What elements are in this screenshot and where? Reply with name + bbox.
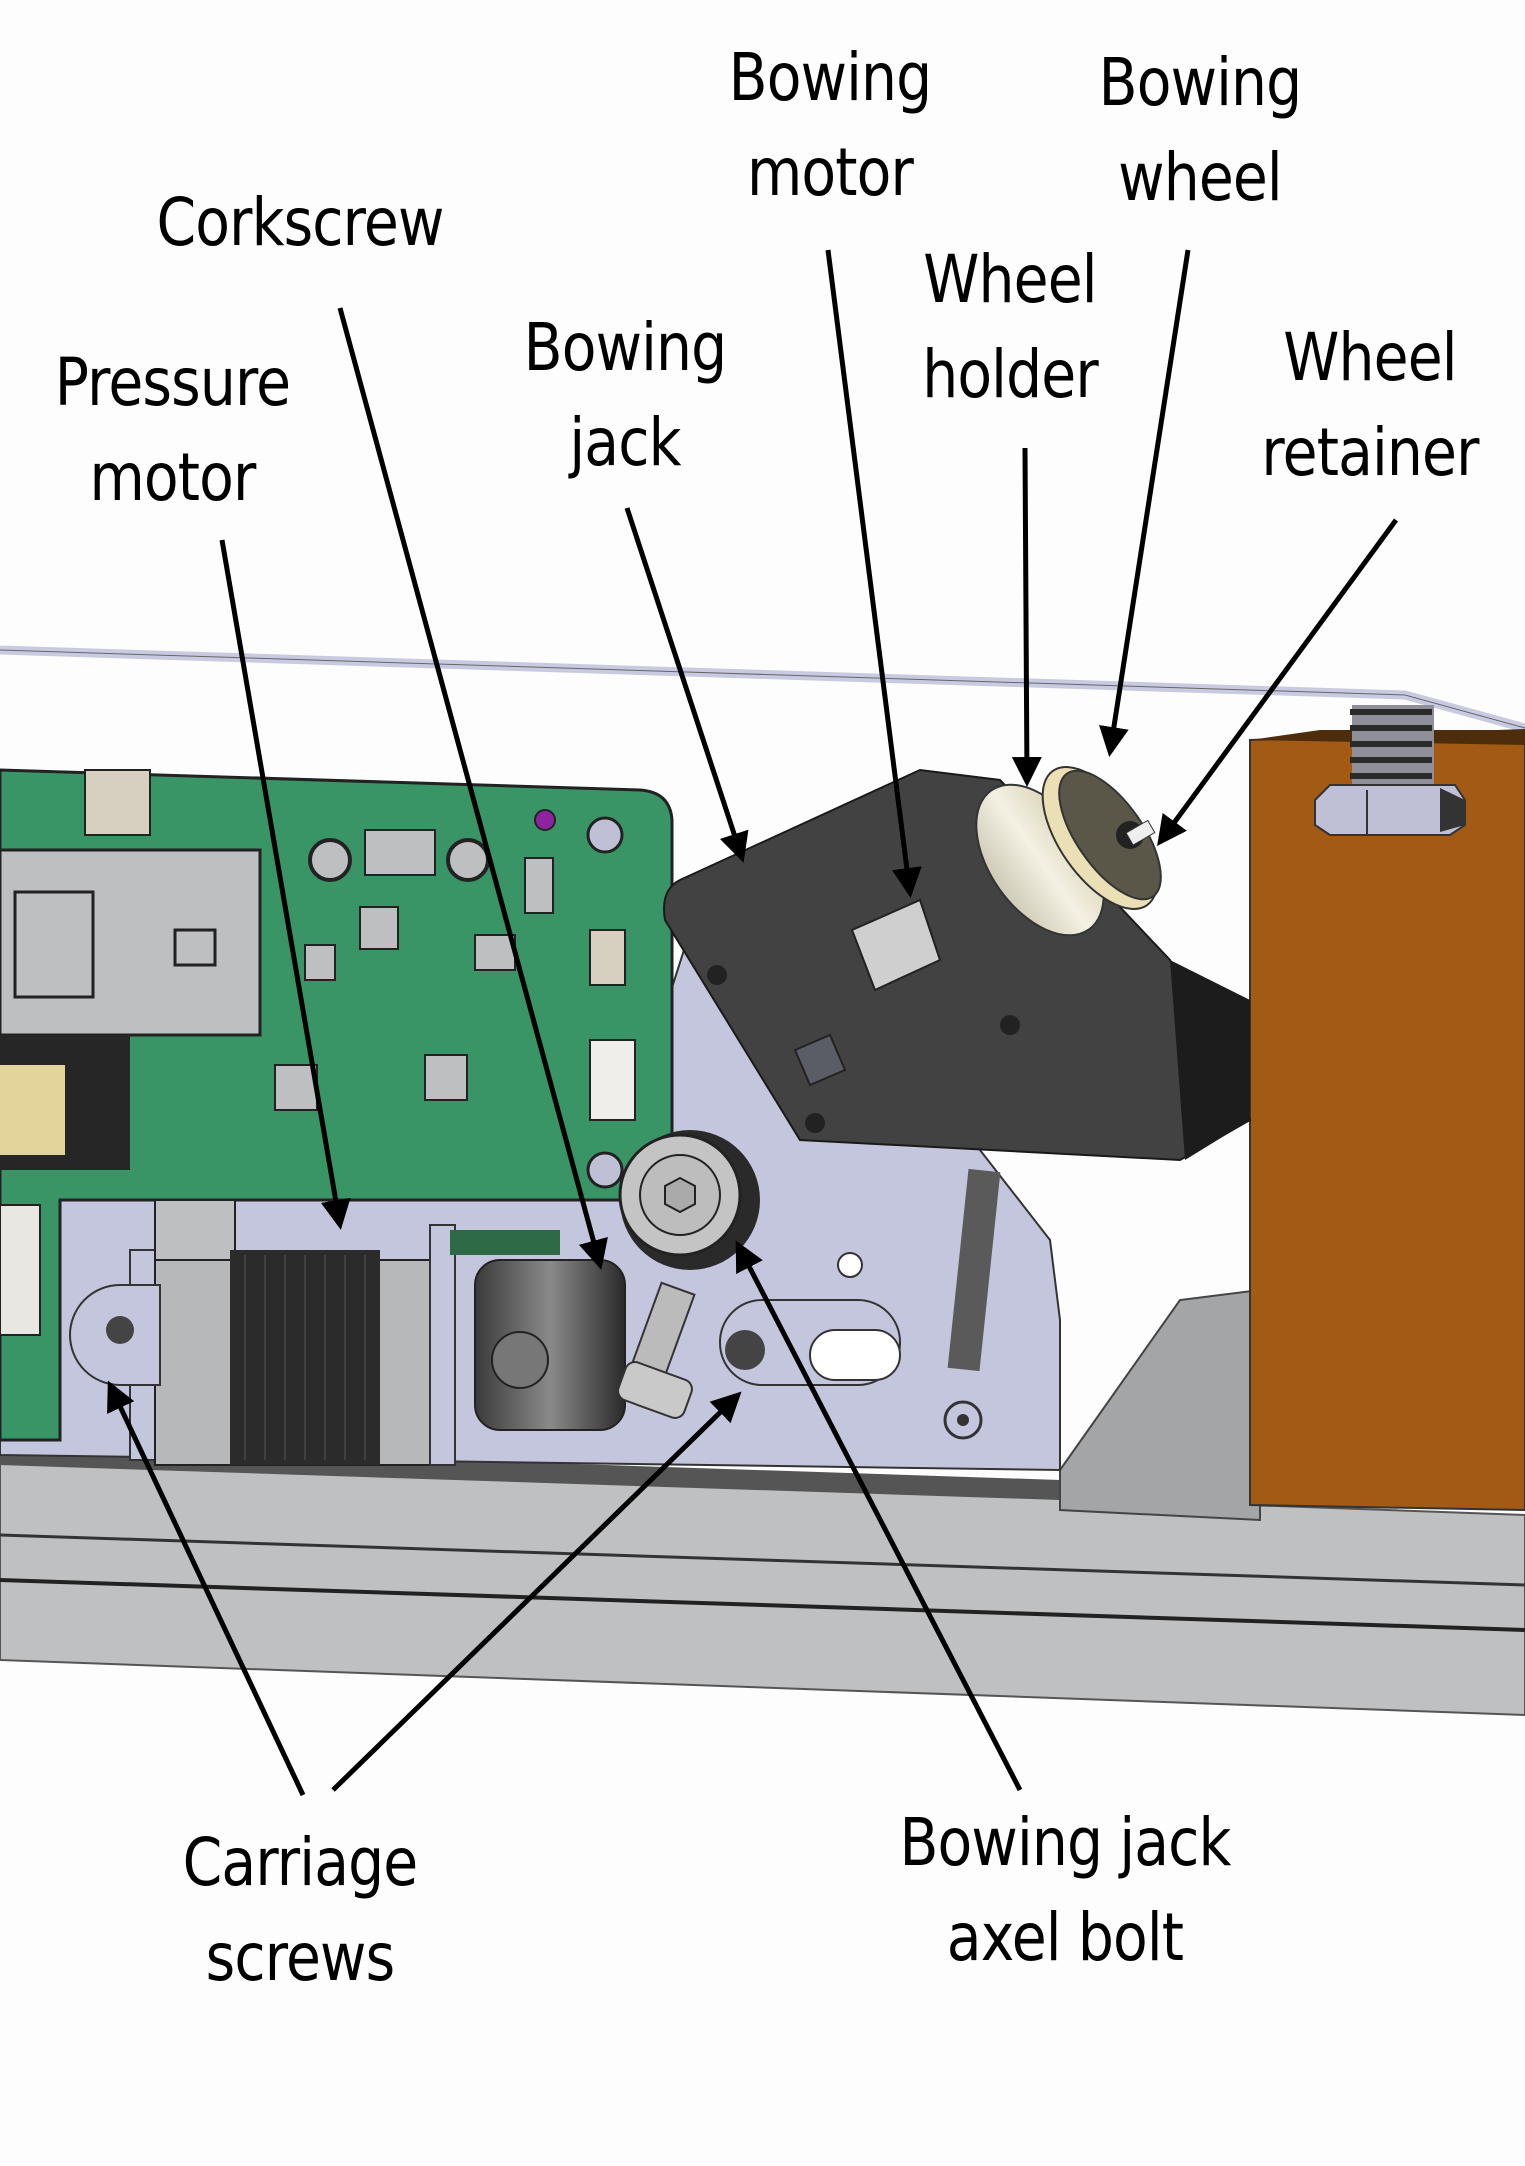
label-wheel-holder: Wheel holder bbox=[922, 241, 1098, 413]
arrow-corkscrew bbox=[337, 307, 608, 1270]
threaded-bolt bbox=[1314, 705, 1466, 836]
axel-bolt-pulley bbox=[618, 1130, 760, 1270]
arrow-carriage-screw-right bbox=[331, 1391, 742, 1792]
corkscrew-coupler bbox=[474, 1259, 696, 1431]
tension-spring bbox=[943, 1168, 1001, 1440]
label-bowing-jack: Bowing jack bbox=[523, 309, 728, 481]
label-carriage-screws: Carriage screws bbox=[182, 1824, 419, 1996]
arrow-carriage-screw-left bbox=[107, 1380, 306, 1797]
leader-lines bbox=[107, 249, 1399, 1797]
arrow-axel-bolt bbox=[735, 1240, 1023, 1792]
pressure-motor-body bbox=[129, 1199, 560, 1466]
label-corkscrew: Corkscrew bbox=[156, 184, 444, 261]
label-pressure-motor: Pressure motor bbox=[54, 344, 291, 516]
label-bowing-jack-axel-bolt: Bowing jack axel bolt bbox=[899, 1804, 1231, 1976]
bowing-jack-bracket bbox=[663, 768, 1252, 1162]
arrow-bowing-jack bbox=[624, 507, 749, 863]
string bbox=[0, 645, 1525, 733]
rail-wedge bbox=[1059, 1288, 1261, 1522]
arrow-pressure-motor bbox=[219, 539, 351, 1230]
carriage-slots bbox=[69, 1252, 901, 1386]
arrow-bowing-motor bbox=[825, 249, 922, 898]
arrow-wheel-holder bbox=[1011, 447, 1042, 787]
wood-block bbox=[1249, 728, 1525, 1512]
arrow-bowing-wheel bbox=[1099, 249, 1191, 757]
label-bowing-motor: Bowing motor bbox=[728, 39, 933, 211]
label-bowing-wheel: Bowing wheel bbox=[1098, 44, 1303, 216]
label-wheel-retainer: Wheel retainer bbox=[1261, 319, 1479, 491]
bowing-wheel-assembly bbox=[975, 766, 1162, 937]
arrow-wheel-retainer bbox=[1157, 518, 1399, 847]
